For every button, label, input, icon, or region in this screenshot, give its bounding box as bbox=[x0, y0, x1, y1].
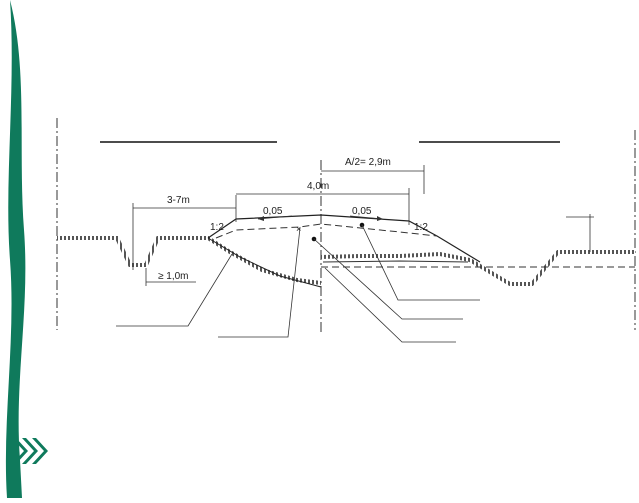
right-ground-profile bbox=[320, 250, 635, 286]
right-height-dim bbox=[566, 214, 594, 252]
ditch-depth-label: ≥ 1,0m bbox=[158, 271, 189, 282]
subgrade-dashed-line bbox=[215, 223, 438, 239]
slope-left-label: 1:2 bbox=[210, 222, 224, 233]
left-ground-profile bbox=[57, 236, 322, 285]
ditch-width-label: 3-7m bbox=[167, 195, 190, 206]
leader-left-ground bbox=[116, 253, 233, 327]
crossfall-left-label: 0,05 bbox=[263, 206, 283, 217]
formation-width-label: 4,0m bbox=[307, 181, 329, 192]
crossfall-left-arrowhead bbox=[258, 216, 264, 221]
leader-base-layer bbox=[324, 267, 456, 343]
half-width-label: A/2= 2,9m bbox=[345, 157, 391, 168]
slope-right-label: 1:2 bbox=[414, 222, 428, 233]
green-ribbon bbox=[5, 0, 26, 498]
marker-cross: × bbox=[296, 224, 301, 234]
leader-road-centre bbox=[218, 227, 301, 338]
triple-chevron-right-icon bbox=[12, 438, 48, 464]
leader-surface-layer bbox=[361, 224, 480, 301]
crossfall-right-label: 0,05 bbox=[352, 206, 372, 217]
road-surface-line bbox=[207, 214, 481, 263]
embankment-left-slope bbox=[207, 237, 322, 288]
leader-subgrade bbox=[313, 238, 463, 320]
right-layer-line bbox=[322, 260, 469, 263]
crossfall-right-arrowhead bbox=[377, 216, 383, 221]
